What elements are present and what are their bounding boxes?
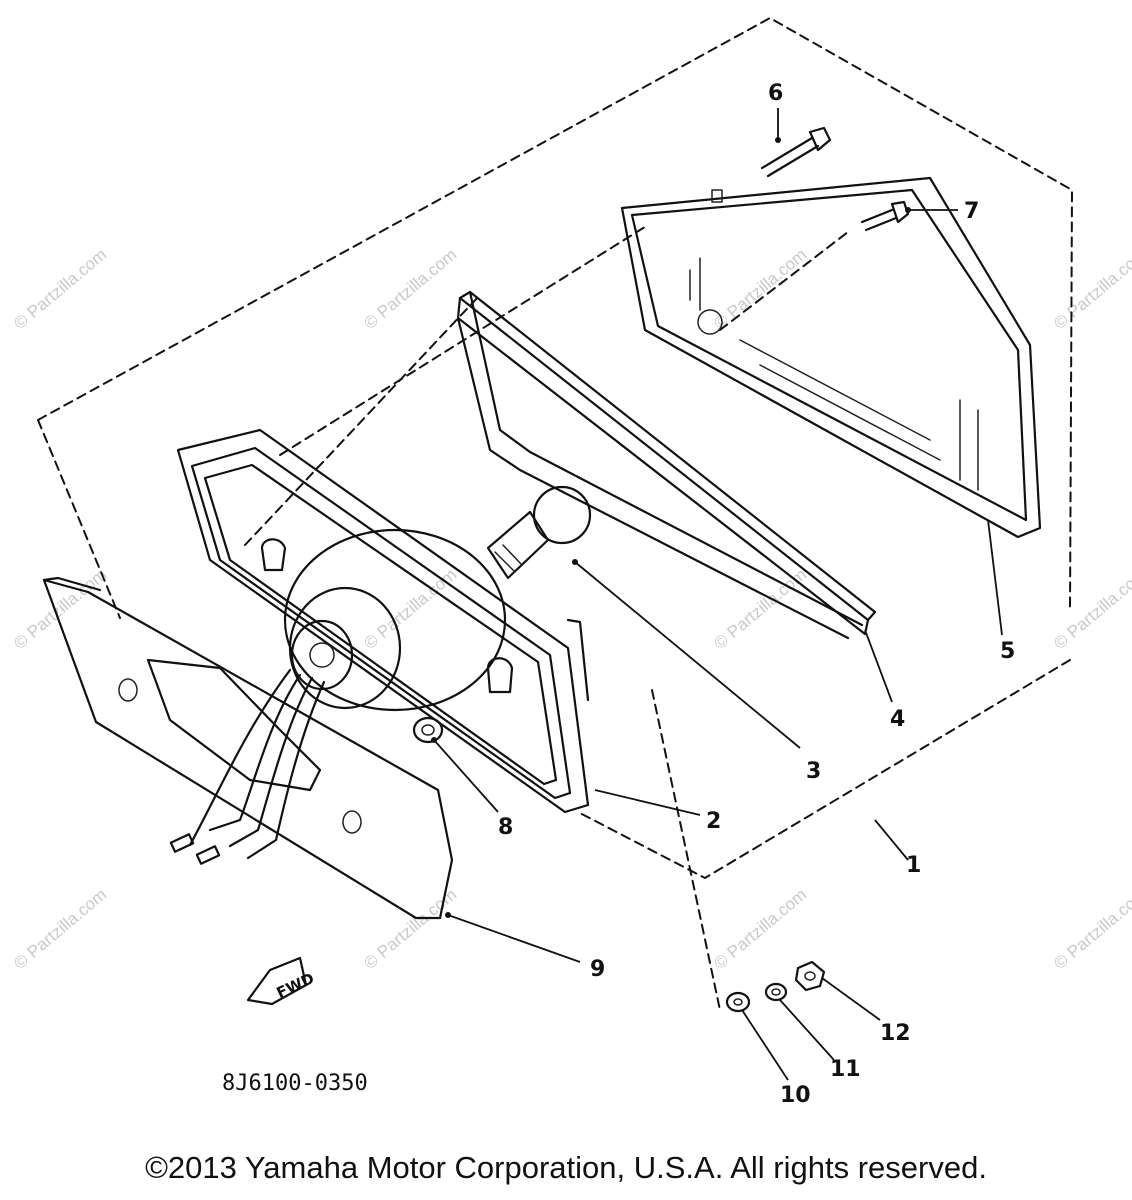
copyright-notice: ©2013 Yamaha Motor Corporation, U.S.A. A… [145, 1150, 987, 1185]
watermark-text: © Partzilla.com [710, 885, 810, 973]
wire-harness [169, 668, 326, 865]
callout-4: 4 [890, 707, 905, 732]
callout-7: 7 [964, 199, 979, 224]
callout-3: 3 [806, 759, 821, 784]
callout-9: 9 [590, 957, 605, 982]
grommet [412, 716, 444, 744]
callout-8: 8 [498, 815, 513, 840]
leader-lines [431, 108, 1003, 1081]
callout-5: 5 [1000, 639, 1015, 664]
screw-short [860, 200, 910, 232]
washer-flat [725, 991, 751, 1013]
callout-6: 6 [768, 81, 783, 106]
watermark-text: © Partzilla.com [710, 565, 810, 653]
diagram-part-code: 8J6100-0350 [222, 1071, 368, 1096]
nut [794, 960, 826, 992]
base-plate [42, 576, 454, 920]
bulb [486, 485, 592, 580]
watermark-text: © Partzilla.com [1050, 245, 1132, 333]
callout-2: 2 [706, 809, 721, 834]
fwd-label: FWD [274, 969, 317, 1002]
callout-1: 1 [906, 853, 921, 878]
watermark-text: © Partzilla.com [360, 245, 460, 333]
fwd-arrow-icon: FWD [246, 956, 317, 1006]
screw-long [760, 126, 832, 178]
lamp-housing [176, 428, 590, 814]
watermark-text: © Partzilla.com [1050, 885, 1132, 973]
callout-10: 10 [780, 1083, 811, 1108]
watermark-text: © Partzilla.com [360, 885, 460, 973]
lens-outer [620, 176, 1042, 539]
lens-gasket [456, 290, 877, 640]
watermark-text: © Partzilla.com [10, 885, 110, 973]
watermark-text: © Partzilla.com [710, 245, 810, 333]
callout-11: 11 [830, 1057, 861, 1082]
watermark-text: © Partzilla.com [360, 565, 460, 653]
watermark-text: © Partzilla.com [10, 245, 110, 333]
callout-labels: 1 2 3 4 5 6 7 8 9 10 11 12 [498, 81, 1015, 1108]
watermark-text: © Partzilla.com [1050, 565, 1132, 653]
washer-spring [764, 982, 788, 1002]
callout-12: 12 [880, 1021, 911, 1046]
watermark-layer: © Partzilla.com © Partzilla.com © Partzill… [10, 245, 1132, 973]
